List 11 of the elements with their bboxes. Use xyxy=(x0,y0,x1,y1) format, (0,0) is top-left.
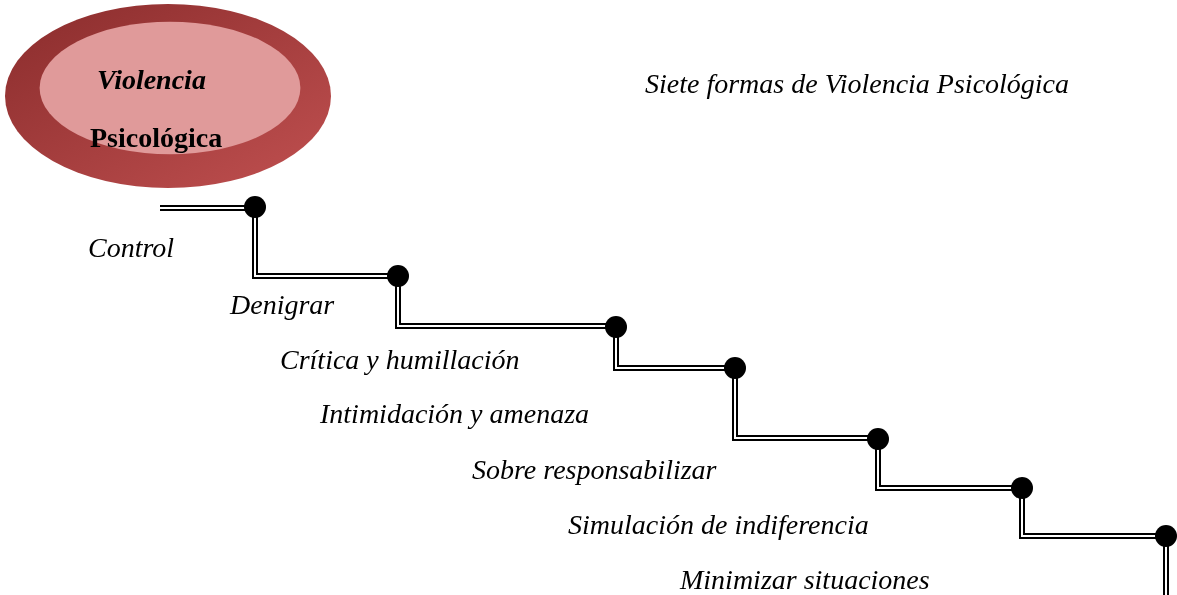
ellipse-shape xyxy=(5,4,331,188)
step-label: Intimidación y amenaza xyxy=(320,400,590,428)
node-text: Psicológica xyxy=(90,124,223,152)
step-label: Denigrar xyxy=(230,291,335,319)
title: Siete formas de Violencia Psicológica xyxy=(645,70,1070,98)
step-label: Crítica y humillación xyxy=(280,346,520,374)
step-label: Minimizar situaciones xyxy=(680,566,930,594)
node-text: Violencia xyxy=(97,66,206,94)
step-label: Control xyxy=(88,234,175,262)
step-label: Sobre responsabilizar xyxy=(472,456,717,484)
step-label: Simulación de indiferencia xyxy=(568,511,869,539)
